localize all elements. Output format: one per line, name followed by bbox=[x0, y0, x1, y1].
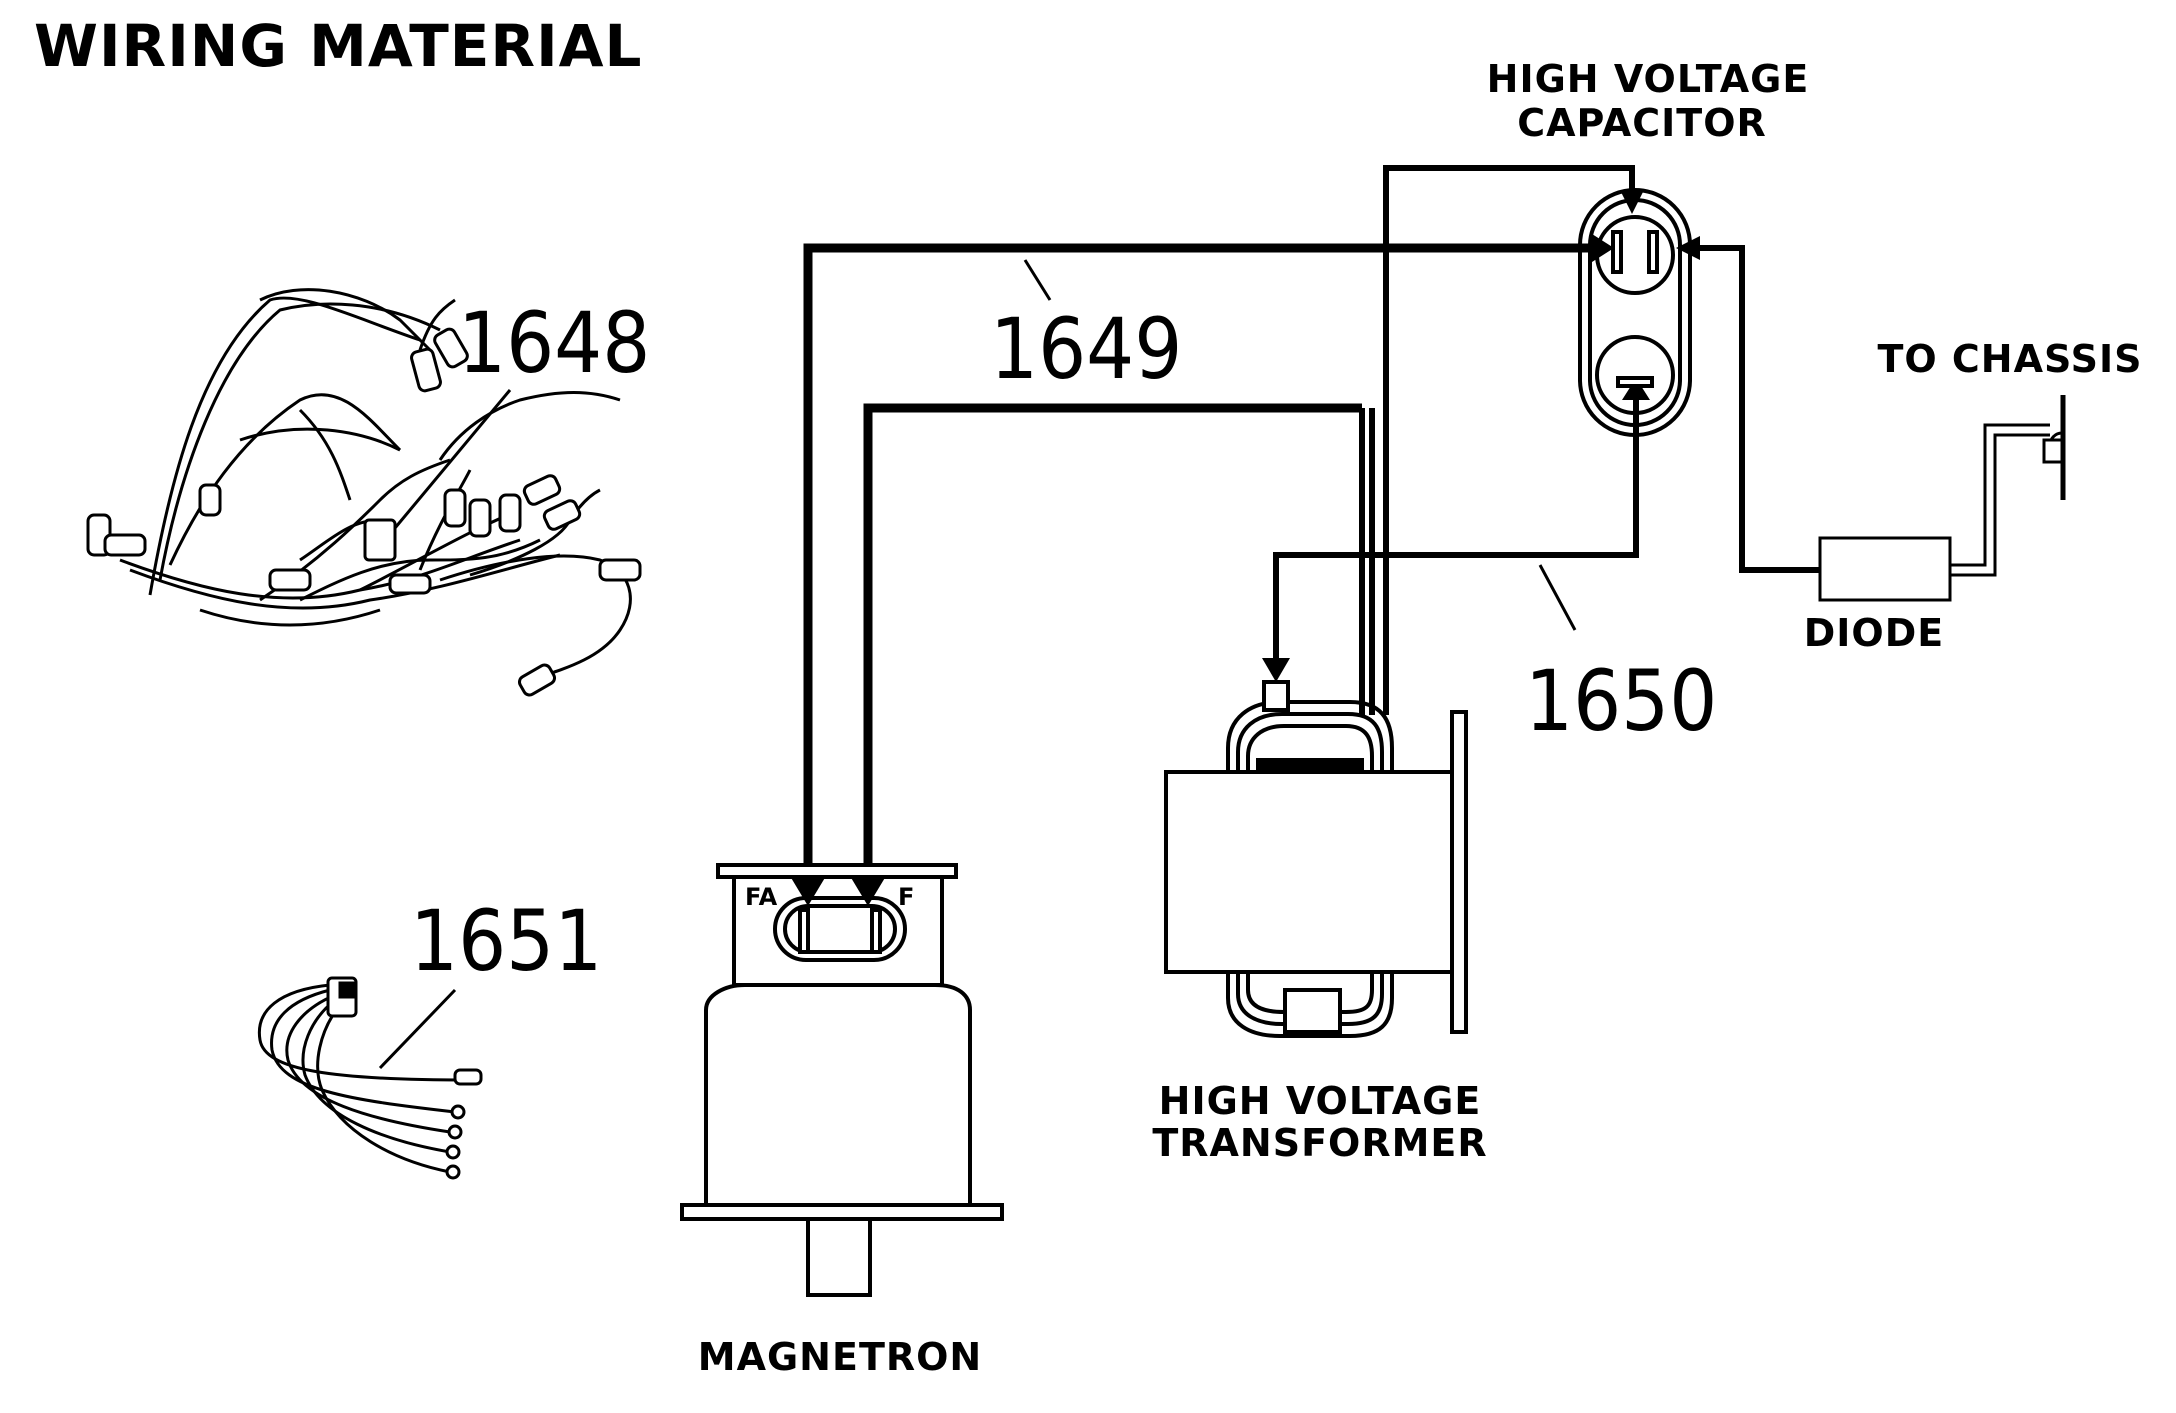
high-voltage-transformer bbox=[1164, 680, 1468, 1038]
high-voltage-capacitor bbox=[1578, 188, 1692, 437]
wire-harness-1648 bbox=[119, 288, 632, 682]
chassis-label: TO CHASSIS bbox=[1877, 337, 2142, 381]
chassis-ground bbox=[2042, 395, 2066, 500]
diode bbox=[1818, 423, 2050, 602]
terminal-f-label: F bbox=[898, 883, 914, 911]
magnetron-label: MAGNETRON bbox=[698, 1335, 982, 1379]
capacitor-label-line2: CAPACITOR bbox=[1517, 101, 1767, 145]
connector-1651 bbox=[326, 976, 483, 1180]
wire-1649-arrows bbox=[790, 234, 1614, 906]
part-number-1649: 1649 bbox=[990, 300, 1182, 398]
wire-harness-1651 bbox=[257, 983, 471, 1174]
transformer-label-line1: HIGH VOLTAGE bbox=[1159, 1079, 1482, 1123]
terminal-fa-label: FA bbox=[745, 883, 778, 911]
leader-line-1649 bbox=[1023, 259, 1052, 301]
wire-1650 bbox=[1273, 400, 1639, 660]
part-number-1651: 1651 bbox=[410, 892, 602, 990]
wire-1649 bbox=[803, 243, 1590, 880]
connector-terminals-1648 bbox=[86, 327, 642, 697]
leader-line-1651 bbox=[378, 988, 457, 1070]
capacitor-right-arrow bbox=[1676, 236, 1700, 260]
transformer-label-line2: TRANSFORMER bbox=[1152, 1121, 1487, 1165]
wire-capacitor-diode bbox=[1700, 245, 1820, 573]
part-number-1648: 1648 bbox=[458, 294, 650, 392]
wire-1650-bottom-arrow bbox=[1262, 658, 1290, 682]
wire-1650-top-arrow bbox=[1622, 378, 1650, 400]
leader-line-1650 bbox=[1538, 564, 1577, 631]
wire-capacitor-transformer bbox=[1359, 165, 1635, 715]
part-number-1650: 1650 bbox=[1525, 652, 1717, 750]
diode-label: DIODE bbox=[1804, 611, 1945, 655]
leader-line-1648 bbox=[393, 389, 512, 529]
page-title: WIRING MATERIAL bbox=[34, 12, 643, 80]
capacitor-label-line1: HIGH VOLTAGE bbox=[1487, 57, 1810, 101]
magnetron bbox=[680, 863, 1004, 1297]
